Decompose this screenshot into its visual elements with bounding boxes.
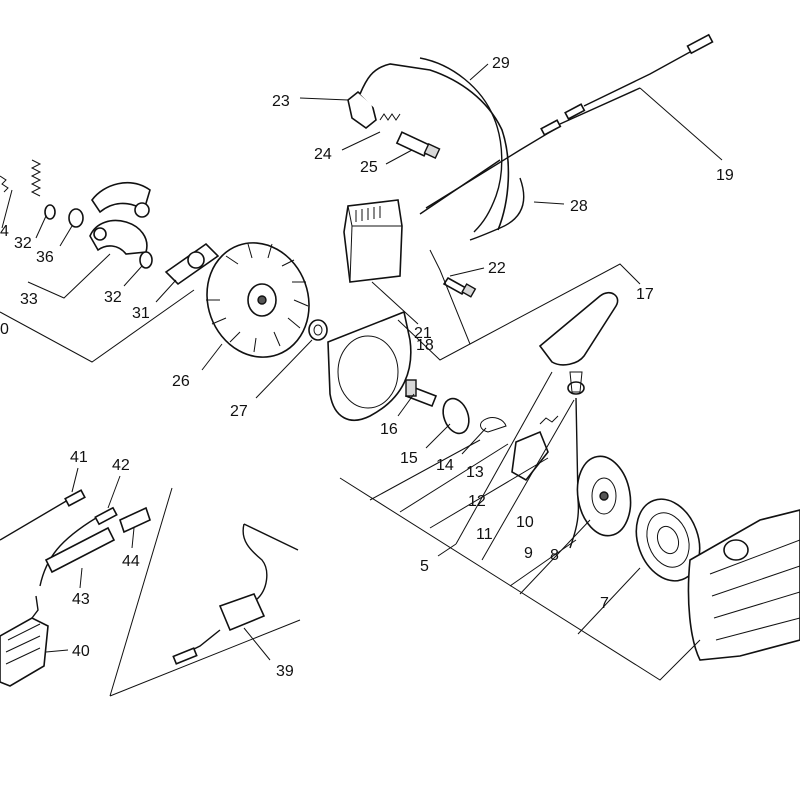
bearing-36[interactable] bbox=[68, 208, 84, 228]
nut-27[interactable] bbox=[308, 319, 328, 341]
clutch-shoe[interactable] bbox=[89, 182, 151, 255]
starter-handle-11[interactable] bbox=[538, 291, 619, 366]
callout-13: 13 bbox=[466, 464, 484, 481]
starter-rope-9[interactable] bbox=[569, 397, 580, 549]
callout-33: 33 bbox=[20, 291, 38, 308]
lead-wires-19[interactable] bbox=[419, 33, 714, 215]
callout-labels: 29 23 24 25 19 28 22 17 21 18 4 32 36 33… bbox=[0, 55, 734, 680]
callout-39: 39 bbox=[276, 663, 294, 680]
callout-11: 11 bbox=[476, 526, 493, 543]
callout-18: 18 bbox=[416, 337, 434, 354]
callout-26: 26 bbox=[172, 373, 190, 390]
bolt-16[interactable] bbox=[404, 379, 438, 408]
callout-43: 43 bbox=[72, 591, 90, 608]
callout-15: 15 bbox=[400, 450, 418, 467]
callout-14: 14 bbox=[436, 457, 454, 474]
callout-32a: 32 bbox=[14, 235, 32, 252]
callout-44: 44 bbox=[122, 553, 140, 570]
recoil-spring-7[interactable] bbox=[625, 490, 710, 589]
callout-17: 17 bbox=[636, 286, 654, 303]
ratchet-pawl-13[interactable] bbox=[511, 430, 549, 482]
callout-19: 19 bbox=[716, 167, 734, 184]
callout-5: 5 bbox=[420, 558, 429, 575]
callout-9: 9 bbox=[524, 545, 533, 562]
callout-8: 8 bbox=[550, 547, 559, 564]
callout-29: 29 bbox=[492, 55, 510, 72]
callout-36: 36 bbox=[36, 249, 54, 266]
washer-32a[interactable] bbox=[44, 204, 56, 220]
callout-23: 23 bbox=[272, 93, 290, 110]
callout-31: 31 bbox=[132, 305, 150, 322]
clutch-spring-4[interactable] bbox=[0, 159, 42, 197]
callout-24: 24 bbox=[314, 146, 332, 163]
tube-44[interactable] bbox=[119, 506, 151, 534]
callout-27: 27 bbox=[230, 403, 248, 420]
starter-housing[interactable] bbox=[687, 509, 800, 661]
rope-pulley-8[interactable] bbox=[571, 452, 636, 540]
rope-guide-10[interactable] bbox=[567, 371, 585, 395]
callout-40: 40 bbox=[72, 643, 90, 660]
callout-0: 0 bbox=[0, 321, 9, 338]
callout-16: 16 bbox=[380, 421, 398, 438]
high-tension-lead-29[interactable] bbox=[419, 57, 503, 233]
washer-32b[interactable] bbox=[139, 251, 153, 269]
module-40[interactable] bbox=[0, 595, 49, 687]
flywheel-26[interactable] bbox=[191, 228, 325, 371]
callout-32b: 32 bbox=[104, 289, 122, 306]
screw-22[interactable] bbox=[442, 276, 477, 298]
starter-plate-18[interactable] bbox=[327, 310, 412, 421]
ignition-module-21[interactable] bbox=[343, 199, 403, 283]
callout-25: 25 bbox=[360, 159, 378, 176]
callout-42: 42 bbox=[112, 457, 130, 474]
grommet-wire-28[interactable] bbox=[469, 177, 525, 241]
spark-plug-25[interactable] bbox=[395, 131, 441, 159]
callout-28: 28 bbox=[570, 198, 588, 215]
clip-14[interactable] bbox=[480, 417, 507, 433]
clutch-drum-plate-31[interactable] bbox=[164, 242, 220, 286]
callout-21: 21 bbox=[414, 325, 432, 342]
connector-41[interactable] bbox=[0, 489, 86, 541]
tube-43[interactable] bbox=[44, 526, 116, 574]
callout-4: 4 bbox=[0, 223, 9, 240]
leader-lines bbox=[0, 63, 723, 697]
callout-7: 7 bbox=[600, 595, 609, 612]
ignition-coil-39[interactable] bbox=[172, 523, 299, 665]
callout-12: 12 bbox=[468, 493, 486, 510]
connector-42[interactable] bbox=[39, 506, 118, 587]
spring-12[interactable] bbox=[539, 415, 559, 425]
callout-10: 10 bbox=[516, 514, 534, 531]
spark-plug-spring-24[interactable] bbox=[379, 113, 401, 121]
callout-22: 22 bbox=[488, 260, 506, 277]
callout-41: 41 bbox=[70, 449, 88, 466]
